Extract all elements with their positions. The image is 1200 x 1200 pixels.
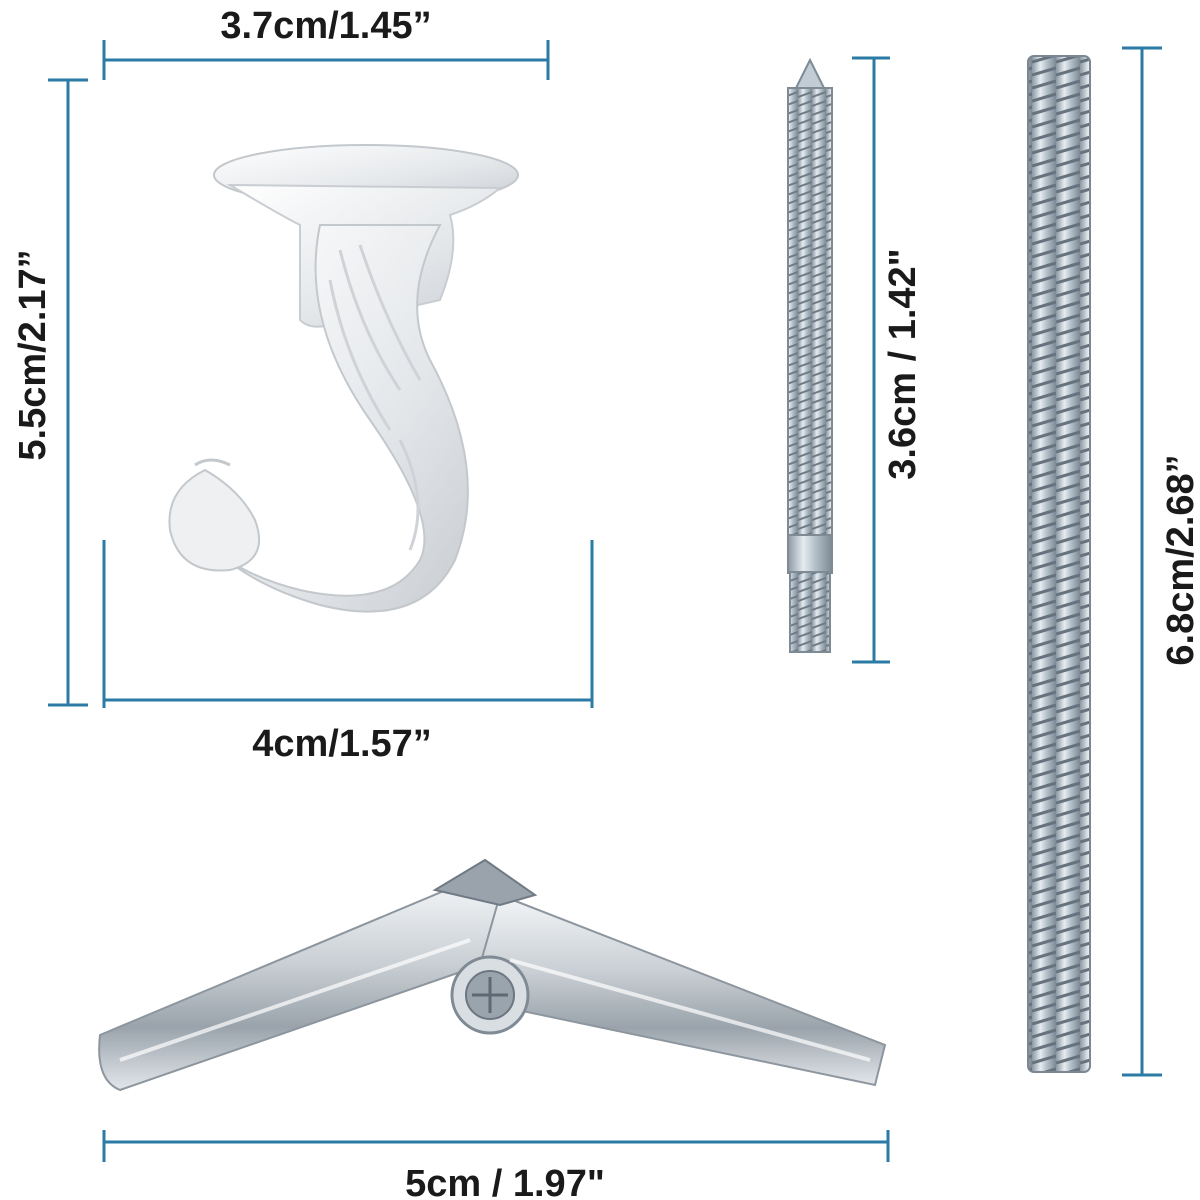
threaded-bolt-image <box>1027 55 1091 1073</box>
dimension-hook-base-width: 3.7cm/1.45” <box>102 5 550 80</box>
hook-height-label: 5.5cm/2.17” <box>12 249 54 460</box>
hanger-screw-image <box>787 57 833 653</box>
dimension-toggle-anchor: 5cm / 1.97" <box>102 1130 890 1200</box>
dimension-hook-height: 5.5cm/2.17” <box>12 78 88 707</box>
dimension-hook-width: 4cm/1.57” <box>102 540 594 765</box>
dimension-short-screw: 3.6cm / 1.42" <box>852 56 924 664</box>
long-bolt-length-label: 6.8cm/2.68” <box>1160 454 1200 665</box>
short-screw-length-label: 3.6cm / 1.42" <box>882 248 924 479</box>
ceiling-hook-image <box>168 144 519 613</box>
toggle-anchor-length-label: 5cm / 1.97" <box>405 1163 605 1200</box>
hook-base-width-label: 3.7cm/1.45” <box>220 5 431 47</box>
hook-width-label: 4cm/1.57” <box>252 723 432 765</box>
toggle-anchor-image <box>98 858 887 1092</box>
dimension-long-bolt: 6.8cm/2.68” <box>1122 46 1200 1077</box>
